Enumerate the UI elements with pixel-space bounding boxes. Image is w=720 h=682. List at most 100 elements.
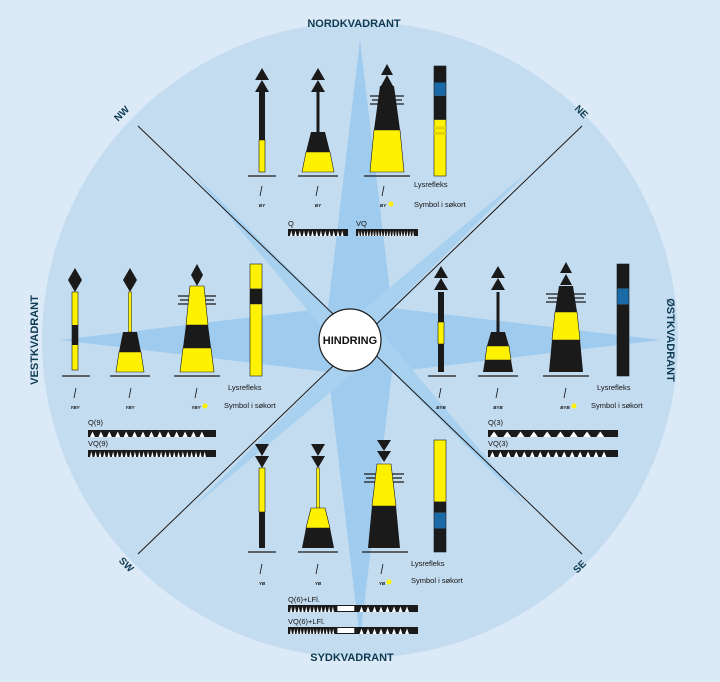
north-light-1-flash [302, 230, 306, 236]
east-light-2-flash [545, 451, 551, 457]
north-reflector-band [434, 66, 446, 83]
north-light-1-flash [340, 230, 344, 236]
west-light-2-flash [124, 451, 128, 457]
south-light-2-flash [319, 628, 322, 634]
south-code-3: YB [379, 581, 386, 586]
south-light-1-flash [290, 606, 293, 612]
south-light-1-flash [379, 606, 383, 612]
north-light-1-flash [311, 230, 314, 236]
south-light-1-flash [293, 606, 297, 612]
north-light-1-flash [332, 230, 336, 236]
east-legend-symbol: Symbol i søkort [591, 401, 644, 410]
west-reflector-strip [249, 263, 263, 377]
east-light-1-flash [569, 431, 578, 437]
south-light-2-flash [372, 628, 377, 634]
south-legend-reflector: Lysrefleks [411, 559, 445, 568]
south-light-2-flash [303, 628, 305, 634]
west-light-1-flash [123, 431, 129, 437]
west-light-1-flash [174, 431, 180, 437]
south-light-2-flash [379, 628, 383, 634]
south-spar-buoy [248, 444, 276, 553]
west-large-buoy [174, 264, 220, 377]
east-light-2-flash [490, 451, 495, 457]
east-light-1-bar [488, 430, 618, 437]
east-group: Lysrefleks Symbol i søkort BYB BYB BYB Q… [428, 262, 644, 457]
north-light-1-flash [323, 230, 327, 236]
east-reflector-strip [616, 263, 630, 377]
west-pillar-buoy [110, 268, 150, 377]
west-light-1-flash [132, 431, 138, 437]
west-group: Lysrefleks Symbol i søkort YBY YBY YBY Q… [62, 263, 277, 457]
south-light-2-flash [312, 628, 315, 634]
north-light-1-bar [288, 229, 348, 236]
east-light-1-flash [503, 431, 512, 437]
east-reflector-band [617, 304, 629, 376]
east-light-1-flash [490, 431, 498, 437]
east-light-1-label: Q(3) [488, 418, 504, 427]
south-legend-symbol: Symbol i søkort [411, 576, 464, 585]
south-light-1-flash [316, 606, 319, 612]
west-light-1-flash [199, 431, 205, 437]
east-light-2-flash [577, 451, 583, 457]
east-code-2: BYB [493, 405, 503, 410]
east-light-2-flash [569, 451, 575, 457]
north-light-2-flash [409, 230, 412, 236]
west-light-2-flash [199, 451, 202, 457]
south-light-1-flash [398, 606, 403, 612]
east-light-2-flash [513, 451, 519, 457]
east-light-2-flash [561, 451, 567, 457]
west-light-2-flash [98, 451, 102, 457]
west-code-3: YBY [191, 405, 201, 410]
north-light-2-flash [377, 230, 380, 236]
south-light-2-flash [366, 628, 370, 634]
east-light-1-flash [583, 431, 591, 437]
north-light-2-flash [395, 230, 397, 236]
south-light-1-flash [359, 606, 364, 612]
west-light-1-bar [88, 430, 216, 437]
north-chart-symbols [259, 185, 394, 207]
north-light-1-label: Q [288, 219, 294, 228]
east-light-2-bar [488, 450, 618, 457]
west-light-2-flash [172, 451, 176, 457]
north-light-2-label: VQ [356, 219, 367, 228]
south-code-1: YB [259, 581, 266, 586]
north-group: Lysrefleks Symbol i søkort BY BY BY Q VQ [248, 64, 467, 236]
west-light-1-flash [148, 431, 154, 437]
west-code-1: YBY [70, 405, 80, 410]
north-reflector-line [434, 126, 446, 130]
east-light-2-flash [505, 451, 511, 457]
south-light-2-long-flash [337, 628, 355, 633]
west-legend-reflector: Lysrefleks [228, 383, 262, 392]
west-light-1-flash [98, 431, 104, 437]
west-light-2-bar [88, 450, 216, 457]
west-light-2-flash [90, 451, 93, 457]
south-light-2-flash [290, 628, 292, 634]
north-light-2-flash [369, 230, 372, 236]
north-light-2-flash [366, 230, 369, 236]
west-light-2-flash [203, 451, 207, 457]
north-light-2-bar-bg [356, 229, 418, 236]
north-light-2-flash [406, 230, 409, 236]
north-light-1-flash [306, 230, 310, 236]
west-light-1-flash [190, 431, 196, 437]
north-light-2-flash [375, 230, 377, 236]
west-light-1-flash [165, 431, 171, 437]
west-light-2-flash [155, 451, 159, 457]
south-light-1-flash [372, 606, 377, 612]
south-pillar-buoy [298, 444, 338, 553]
south-light-1-flash [331, 606, 334, 612]
south-light-1-bar [288, 605, 418, 612]
south-reflector-band [434, 512, 446, 529]
west-light-2-flash [146, 451, 150, 457]
east-spar-buoy [428, 266, 456, 377]
west-light-2-flash [164, 451, 167, 457]
south-light-2-flash [299, 628, 302, 634]
south-light-2-flash [322, 628, 325, 634]
south-light-1-flash [320, 606, 323, 612]
west-light-2-flash [185, 451, 189, 457]
west-light-2-label: VQ(9) [88, 439, 109, 448]
south-light-2-flash [359, 628, 364, 634]
south-reflector-outline [433, 439, 447, 553]
north-light-2-flash [363, 230, 366, 236]
east-light-2-flash [553, 451, 559, 457]
